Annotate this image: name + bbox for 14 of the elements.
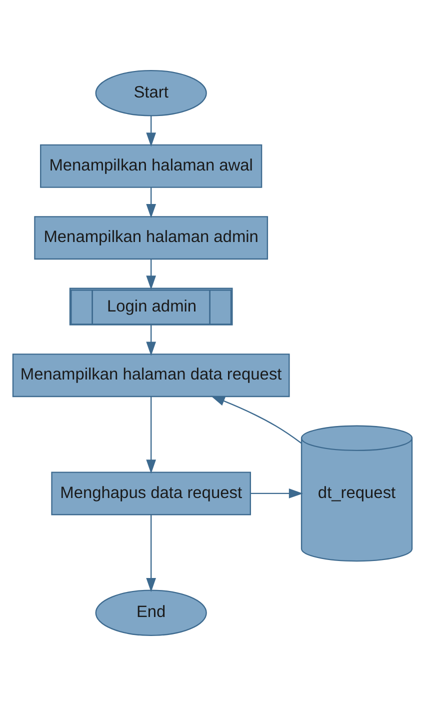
arrow xyxy=(250,488,304,498)
node-box: Menampilkan halaman admin xyxy=(34,216,268,260)
node-box: Menampilkan halaman awal xyxy=(40,144,262,188)
arrow xyxy=(146,515,156,592)
arrow xyxy=(146,396,156,474)
node-ellipse: Start xyxy=(95,70,207,116)
node-box: Menghapus data request xyxy=(51,472,251,516)
node-box: Menampilkan halaman data request xyxy=(12,354,290,398)
arrow xyxy=(146,187,156,218)
arrow xyxy=(146,116,156,147)
node-ellipse: End xyxy=(95,590,207,636)
arrow xyxy=(146,324,156,356)
arrow xyxy=(210,396,302,444)
arrow xyxy=(146,259,156,290)
